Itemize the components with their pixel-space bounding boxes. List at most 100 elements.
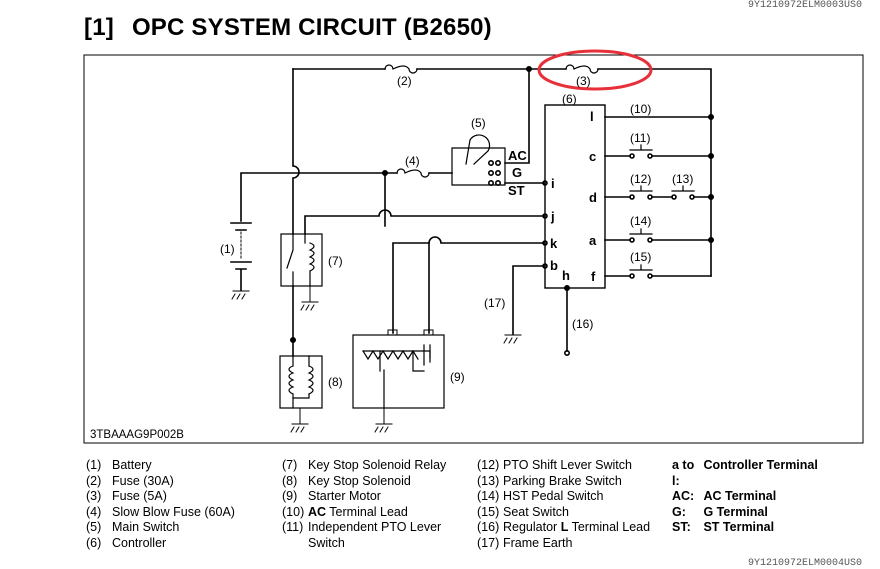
- label-terminal-j: j: [550, 209, 555, 224]
- legend-item-text-post: Terminal Lead: [568, 520, 651, 535]
- junction-dot: [707, 194, 714, 201]
- starter-winding-2: [392, 349, 419, 361]
- relay-box: [280, 233, 323, 287]
- solenoid-coil-2: [307, 365, 314, 395]
- legend-item-text: Key Stop Solenoid Relay: [308, 458, 447, 472]
- legend-item-number: (11): [282, 520, 304, 535]
- label-st-terminal: ST: [508, 183, 525, 198]
- callout-5: (5): [471, 116, 486, 130]
- legend-item-number: (17): [477, 535, 500, 550]
- starter-box: [352, 334, 445, 409]
- legend-item: (1)Battery: [86, 458, 235, 474]
- wire-k: [392, 236, 546, 334]
- legend-item: (13)Parking Brake Switch: [477, 474, 650, 490]
- starter-terminal: [423, 329, 434, 336]
- legend-item: (2)Fuse (30A): [86, 474, 235, 490]
- switch-15-symbol: [629, 264, 653, 271]
- solenoid-leads: [292, 355, 310, 399]
- callout-13: (13): [672, 172, 693, 186]
- ground-symbol: [290, 407, 309, 433]
- label-g-terminal: G: [512, 165, 522, 180]
- ground-symbol: [231, 290, 250, 300]
- fuse-5a-symbol: [565, 64, 599, 74]
- legend-column-2: (7) Key Stop Solenoid Relay(8) Key Stop So…: [282, 458, 446, 552]
- switch-contact: [647, 153, 653, 159]
- callout-2: (2): [397, 74, 412, 88]
- legend-item-text-bold: AC: [308, 504, 327, 519]
- label-terminal-b: b: [550, 258, 558, 273]
- section-title: [1] OPC SYSTEM CIRCUIT (B2650): [84, 14, 492, 42]
- legend-item-text: Controller: [112, 535, 167, 550]
- relay-contact: [286, 233, 294, 287]
- legend-item-number: (12): [477, 458, 500, 472]
- legend-key-item: a to l: Controller Terminal: [672, 458, 818, 489]
- legend-item: (7) Key Stop Solenoid Relay: [282, 458, 446, 474]
- switch-contact: [629, 273, 635, 279]
- top-power-wire: [292, 68, 712, 277]
- junction-dot: [707, 237, 714, 244]
- terminal-k-dot: [542, 240, 548, 246]
- legend-item-text: Main Switch: [112, 520, 180, 535]
- highlight-ellipse: [537, 49, 653, 91]
- legend-item-number: (7): [282, 458, 298, 472]
- legend-key: a to l:: [672, 458, 695, 488]
- legend-item-text: Battery: [112, 458, 152, 472]
- label-terminal-d: d: [589, 190, 597, 205]
- document-code-bottom: 9Y1210972ELM0004US0: [747, 558, 862, 569]
- section-title-text: OPC SYSTEM CIRCUIT (B2650): [131, 14, 492, 41]
- label-terminal-f: f: [591, 269, 596, 284]
- legend-item-text: Fuse (5A): [112, 489, 167, 504]
- switch-contact: [647, 237, 653, 243]
- legend-item-number: (8): [282, 473, 298, 488]
- legend-item-text: Seat Switch: [503, 504, 570, 519]
- callout-12: (12): [630, 172, 651, 186]
- legend-item-number: (15): [477, 504, 500, 519]
- callout-7: (7): [328, 254, 343, 268]
- callout-11: (11): [630, 131, 650, 145]
- switch-contact: [671, 194, 677, 200]
- relay-coil-leads: [304, 233, 311, 287]
- battery-cell-bottom: [230, 261, 252, 291]
- legend-key-text: ST Terminal: [700, 520, 775, 535]
- legend-item-number: (2): [86, 473, 102, 488]
- solenoid-coil-1: [288, 355, 295, 409]
- diagram-frame: [83, 54, 864, 444]
- slow-blow-fuse-symbol: [396, 168, 430, 178]
- legend-key: G:: [672, 504, 686, 519]
- legend-key-text: Controller Terminal: [700, 458, 818, 472]
- legend-item-number: (14): [477, 489, 500, 504]
- legend-item-text: PTO Shift Lever Switch: [503, 458, 632, 472]
- label-terminal-h: h: [562, 268, 570, 283]
- legend-item-text: Slow Blow Fuse (60A): [112, 504, 235, 519]
- terminal-i-dot: [542, 180, 548, 186]
- legend-item: (4)Slow Blow Fuse (60A): [86, 505, 235, 521]
- legend-column-3: (12)PTO Shift Lever Switch (13)Parking Br…: [477, 458, 650, 552]
- label-ac-terminal: AC: [508, 148, 527, 163]
- callout-9: (9): [450, 370, 465, 384]
- switch-13-symbol: [671, 185, 695, 192]
- legend-column-1: (1)Battery(2)Fuse (30A)(3) Fuse (5A)(4)Sl…: [86, 458, 235, 552]
- section-number: [1]: [84, 14, 114, 41]
- legend-key-item: G: G Terminal: [672, 505, 818, 521]
- legend-item-number: (16): [477, 520, 500, 535]
- legend-key: AC:: [672, 489, 695, 504]
- legend-item-number: (3): [86, 489, 102, 504]
- legend-item-text-pre: Regulator: [503, 520, 561, 535]
- fuse-30a-symbol: [384, 64, 418, 74]
- legend-item: (5) Main Switch: [86, 520, 235, 536]
- legend-item-number: (13): [477, 473, 500, 488]
- legend-item-number: (5): [86, 520, 102, 535]
- switch-contact: [629, 237, 635, 243]
- figure-id: 3TBAAAG9P002B: [90, 429, 184, 441]
- ac-terminal-lead: [504, 68, 530, 164]
- legend-item-text: Independent PTO Lever: [308, 520, 442, 535]
- label-terminal-k: k: [550, 236, 558, 251]
- legend-key-text: AC Terminal: [700, 489, 777, 504]
- callout-15: (15): [630, 250, 651, 264]
- legend-item: (16)Regulator L Terminal Lead: [477, 520, 650, 536]
- switch-contact: [689, 194, 695, 200]
- document-code-top: 9Y1210972ELM0003US0: [747, 0, 862, 11]
- switch-12-symbol: [629, 185, 653, 192]
- ground-symbol: [503, 334, 522, 344]
